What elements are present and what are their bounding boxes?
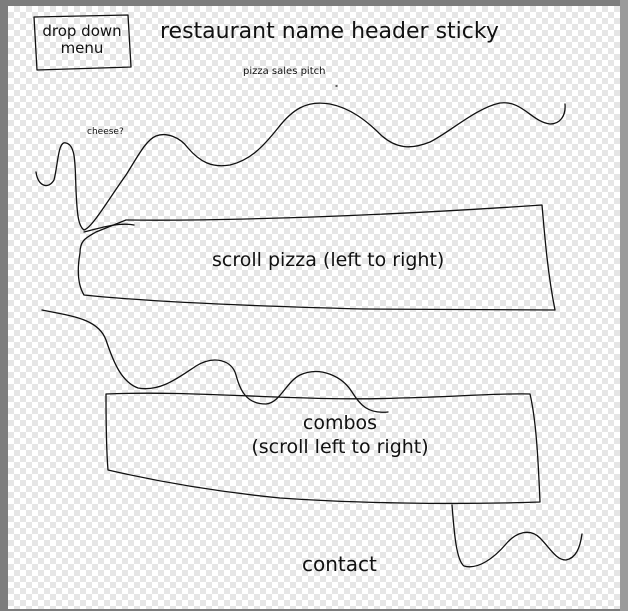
combos-label-line2: (scroll left to right) bbox=[251, 436, 429, 458]
scrollbar-track[interactable] bbox=[620, 0, 628, 611]
combos-label-line1: combos bbox=[302, 412, 378, 434]
combos-wave bbox=[41, 309, 389, 413]
pizza-scroll-box bbox=[77, 204, 556, 311]
header-title: restaurant name header sticky bbox=[160, 19, 499, 44]
combos-scroll-box bbox=[105, 392, 541, 505]
hero-wave bbox=[35, 102, 566, 231]
sales-pitch-text: pizza sales pitch bbox=[243, 66, 326, 77]
contact-link[interactable]: contact bbox=[302, 552, 377, 576]
cheese-note: cheese? bbox=[87, 127, 124, 137]
pizza-scroll-label: scroll pizza (left to right) bbox=[212, 249, 445, 271]
dropdown-menu-box bbox=[33, 14, 132, 71]
contact-wave bbox=[451, 504, 583, 568]
dropdown-menu-button[interactable]: drop down menu bbox=[34, 23, 130, 57]
hero-wave-tail bbox=[83, 223, 135, 233]
menu-label-line2: menu bbox=[60, 39, 104, 57]
menu-label-line1: drop down bbox=[42, 22, 122, 40]
combos-label: combos (scroll left to right) bbox=[240, 411, 440, 459]
